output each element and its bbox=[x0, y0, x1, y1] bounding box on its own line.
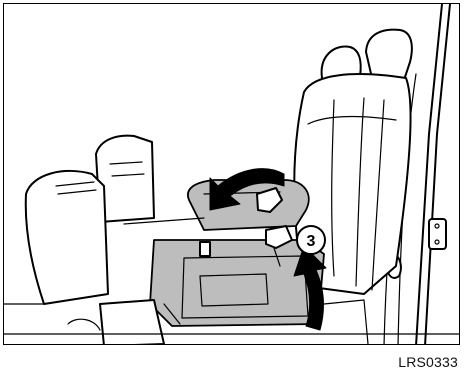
illustration-frame: 3 bbox=[3, 3, 460, 345]
seat-folding-illustration: 3 bbox=[4, 4, 460, 345]
step-callout: 3 bbox=[297, 226, 325, 254]
reference-code-label: LRS0333 bbox=[398, 354, 458, 370]
step-number-label: 3 bbox=[307, 233, 316, 250]
